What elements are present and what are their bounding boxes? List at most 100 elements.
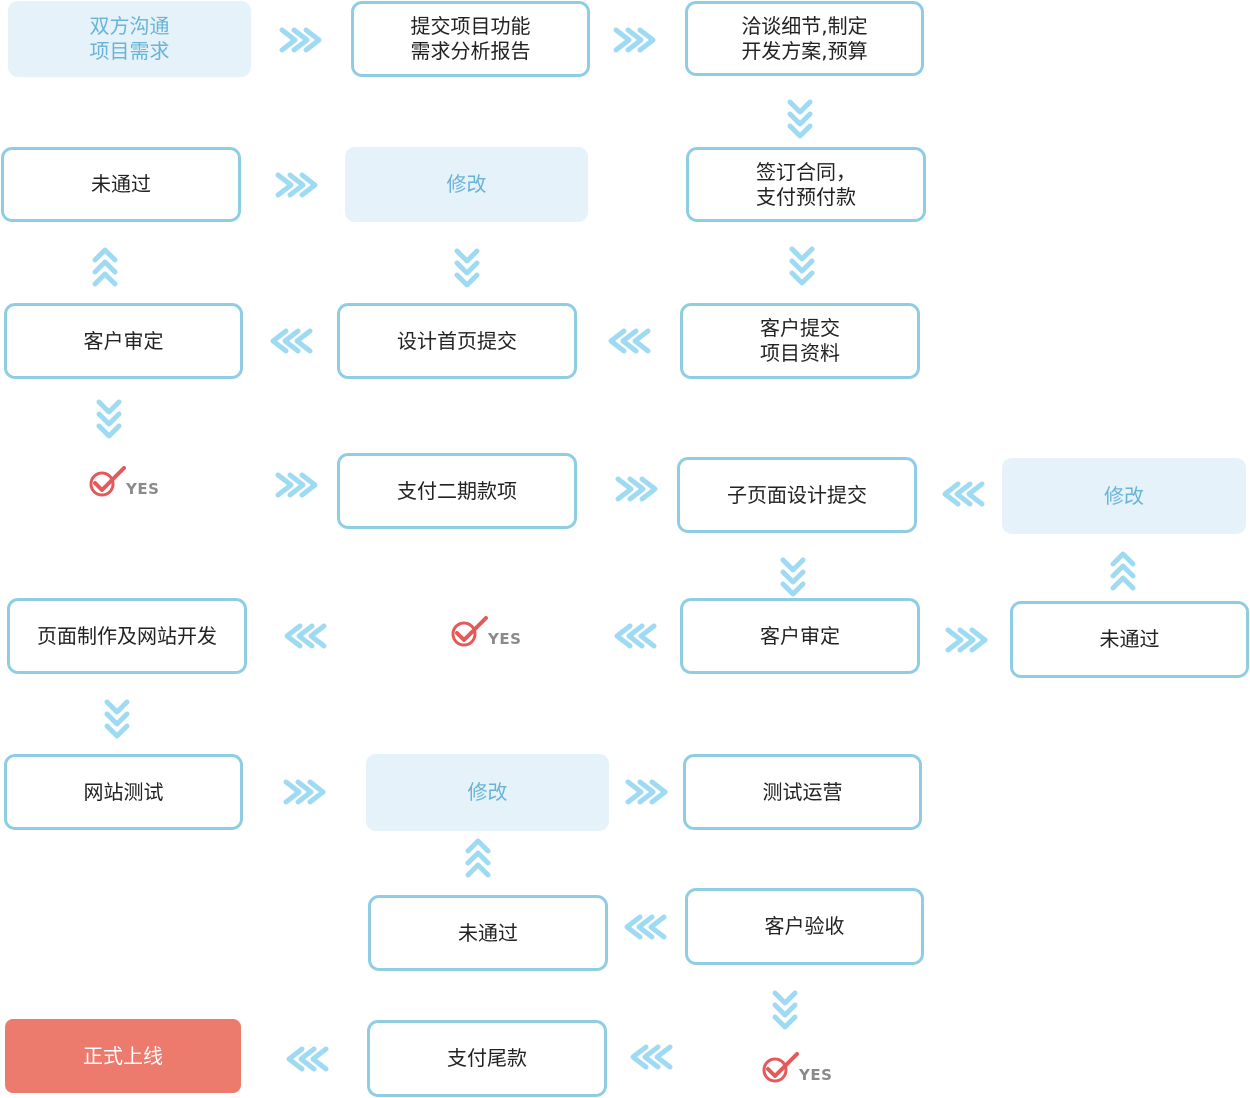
node-design-homepage: 设计首页提交 — [337, 303, 577, 379]
chevron-stroke — [454, 248, 480, 264]
check-mark-icon — [762, 1052, 799, 1083]
chevron-stroke — [966, 481, 985, 507]
chevron-stroke — [1110, 563, 1136, 579]
node-label: 未通过 — [91, 172, 151, 196]
chevron-stroke — [957, 627, 976, 653]
node-client-acceptance: 客户验收 — [685, 888, 924, 965]
chevron-stroke — [92, 247, 118, 263]
chevron-arrow-icon — [945, 627, 988, 653]
chevron-arrow-icon — [275, 472, 318, 498]
chevron-stroke — [625, 779, 644, 805]
chevron-arrow-icon — [275, 172, 318, 198]
node-pay-final: 支付尾款 — [367, 1020, 607, 1097]
chevron-stroke — [789, 270, 815, 286]
chevron-stroke — [639, 476, 658, 502]
node-label: 洽谈细节,制定 开发方案,预算 — [741, 13, 868, 63]
node-label: 页面制作及网站开发 — [37, 623, 217, 648]
chevron-stroke — [780, 557, 806, 573]
chevron-stroke — [96, 423, 122, 439]
node-label: 未通过 — [458, 920, 518, 945]
chevron-stroke — [636, 914, 655, 940]
chevron-stroke — [772, 1014, 798, 1030]
node-label: 提交项目功能 需求分析报告 — [410, 14, 531, 63]
chevron-stroke — [454, 260, 480, 276]
chevron-arrow-icon — [454, 248, 480, 288]
node-label: 支付尾款 — [447, 1046, 527, 1070]
chevron-stroke — [299, 172, 318, 198]
chevron-arrow-icon — [279, 27, 322, 53]
node-label: 修改 — [467, 780, 508, 804]
node-label: 测试运营 — [762, 779, 843, 804]
chevron-stroke — [104, 711, 130, 727]
chevron-arrow-icon — [780, 557, 806, 597]
node-label: 子页面设计提交 — [727, 482, 867, 507]
node-negotiate-details: 洽谈细节,制定 开发方案,预算 — [685, 1, 924, 76]
chevron-stroke — [649, 779, 668, 805]
node-client-review-2: 客户审定 — [680, 598, 920, 674]
chevron-stroke — [92, 271, 118, 287]
yes-marker-1: YES — [88, 464, 159, 498]
chevron-stroke — [299, 472, 318, 498]
chevron-stroke — [284, 623, 303, 649]
chevron-stroke — [286, 1046, 305, 1072]
node-label: 签订合同， 支付预付款 — [756, 159, 856, 209]
chevron-arrow-icon — [630, 1044, 673, 1070]
chevron-stroke — [96, 411, 122, 427]
node-label: 客户审定 — [760, 623, 840, 648]
chevron-arrow-icon — [615, 476, 658, 502]
chevron-stroke — [608, 328, 627, 354]
chevron-stroke — [626, 623, 645, 649]
chevron-stroke — [287, 472, 306, 498]
node-label: 设计首页提交 — [397, 328, 517, 353]
chevron-arrow-icon — [789, 246, 815, 286]
chevron-stroke — [454, 272, 480, 288]
chevron-stroke — [648, 914, 667, 940]
chevron-arrow-icon — [286, 1046, 329, 1072]
chevron-stroke — [772, 990, 798, 1006]
node-subpage-design: 子页面设计提交 — [677, 457, 917, 533]
yes-label: YES — [126, 480, 160, 498]
chevron-arrow-icon — [942, 481, 985, 507]
chevron-stroke — [942, 481, 961, 507]
chevron-stroke — [283, 779, 302, 805]
node-label: 修改 — [446, 172, 487, 196]
chevron-stroke — [615, 476, 634, 502]
chevron-stroke — [104, 723, 130, 739]
chevron-arrow-icon — [465, 838, 491, 878]
chevron-stroke — [465, 838, 491, 854]
chevron-arrow-icon — [92, 247, 118, 287]
chevron-stroke — [613, 27, 632, 53]
chevron-arrow-icon — [284, 623, 327, 649]
check-mark-icon — [451, 616, 488, 647]
check-mark-icon — [89, 466, 126, 497]
node-site-testing: 网站测试 — [4, 754, 243, 830]
chevron-arrow-icon — [270, 328, 313, 354]
chevron-arrow-icon — [624, 914, 667, 940]
chevron-stroke — [787, 99, 813, 115]
node-client-review-1: 客户审定 — [4, 303, 243, 379]
chevron-stroke — [310, 1046, 329, 1072]
chevron-stroke — [1110, 575, 1136, 591]
node-not-passed-3: 未通过 — [368, 895, 608, 971]
node-label: 未通过 — [1099, 627, 1160, 651]
node-label: 双方沟通 项目需求 — [89, 14, 170, 63]
node-go-live: 正式上线 — [5, 1019, 241, 1093]
chevron-arrow-icon — [96, 399, 122, 439]
chevron-stroke — [465, 862, 491, 878]
node-modify-1: 修改 — [345, 147, 588, 222]
chevron-arrow-icon — [772, 990, 798, 1030]
chevron-stroke — [92, 259, 118, 275]
chevron-stroke — [270, 328, 289, 354]
chevron-arrow-icon — [608, 328, 651, 354]
chevron-stroke — [969, 627, 988, 653]
chevron-stroke — [625, 27, 644, 53]
chevron-arrow-icon — [614, 623, 657, 649]
node-page-development: 页面制作及网站开发 — [7, 598, 247, 674]
chevron-stroke — [287, 172, 306, 198]
yes-marker-3: YES — [761, 1050, 832, 1084]
node-not-passed-1: 未通过 — [1, 147, 241, 222]
yes-marker-2: YES — [450, 614, 521, 648]
chevron-stroke — [614, 623, 633, 649]
chevron-arrow-icon — [104, 699, 130, 739]
node-label: 正式上线 — [83, 1043, 163, 1068]
